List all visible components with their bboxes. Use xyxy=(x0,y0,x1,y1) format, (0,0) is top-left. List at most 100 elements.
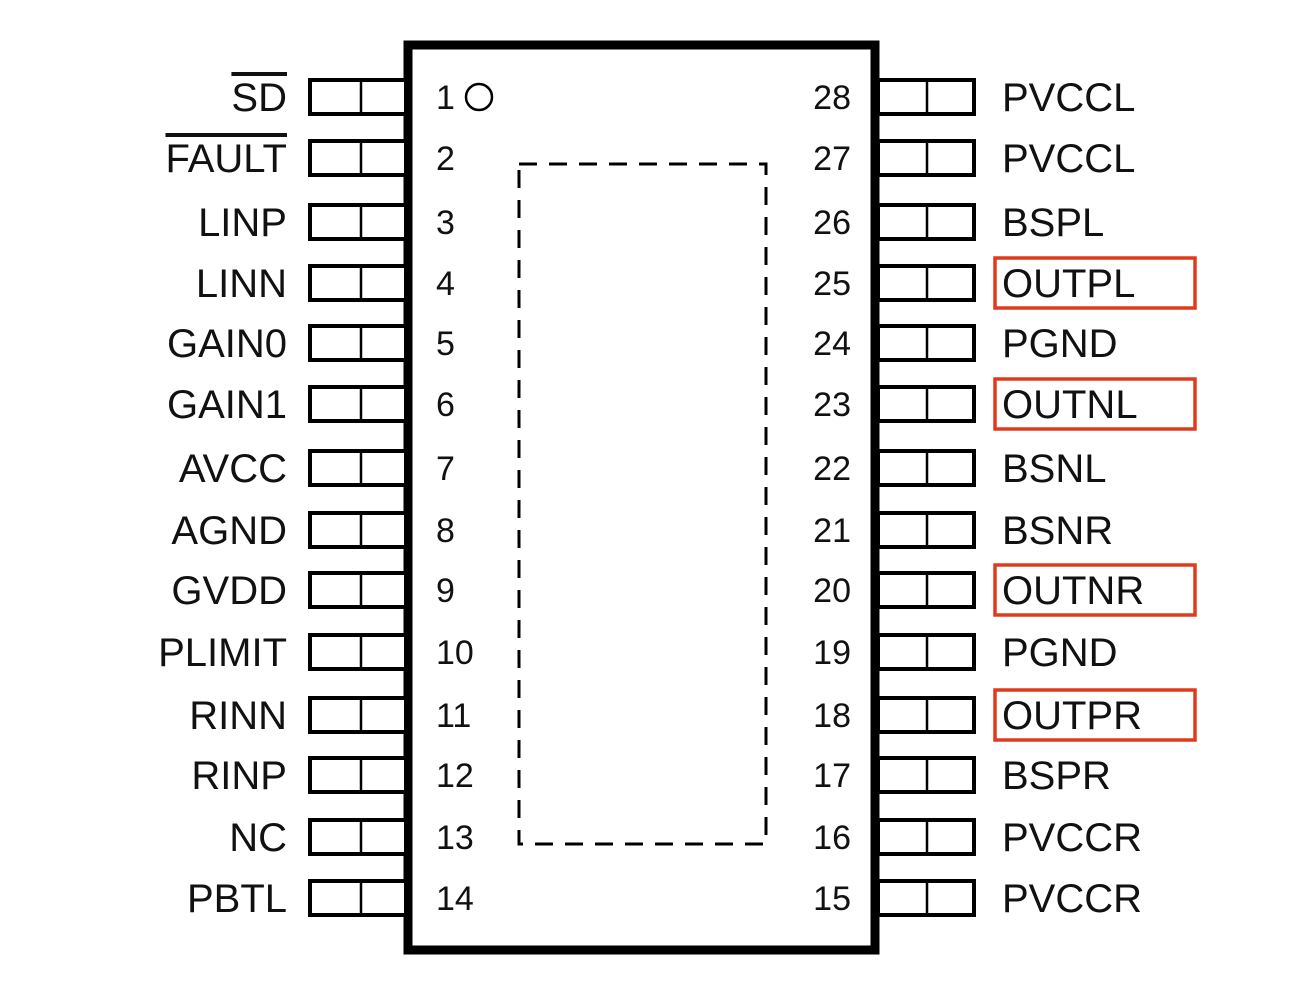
pin-22: 22 BSNL xyxy=(813,447,1106,491)
pin-name: PVCCL xyxy=(1002,76,1135,120)
pin-name: BSPL xyxy=(1002,201,1104,245)
pin-28: 28 PVCCL xyxy=(813,76,1135,120)
pin-name: SD xyxy=(231,76,287,120)
pin-lead xyxy=(308,385,408,423)
pin-25: 25 OUTPL xyxy=(813,256,1197,310)
pin-name: BSPR xyxy=(1002,754,1111,798)
pin-2: 2 FAULT xyxy=(165,137,454,181)
pin-name: GAIN1 xyxy=(167,383,287,427)
pin-9: 9 GVDD xyxy=(171,569,455,613)
pin-name: PBTL xyxy=(187,877,287,921)
pin-number: 1 xyxy=(436,79,455,117)
pin-name: OUTNL xyxy=(1002,383,1138,427)
pin-number: 3 xyxy=(436,204,455,242)
pin-13: 13 NC xyxy=(229,816,474,860)
pin-number: 8 xyxy=(436,512,455,550)
pin-name: OUTNR xyxy=(1002,569,1144,613)
pin-name: FAULT xyxy=(165,137,287,181)
pin-20: 20 OUTNR xyxy=(813,563,1197,617)
pin-number: 19 xyxy=(813,634,851,672)
pin-number: 24 xyxy=(813,325,851,363)
pin-number: 18 xyxy=(813,697,851,735)
pin-4: 4 LINN xyxy=(196,262,455,306)
pin-number: 9 xyxy=(436,572,455,610)
pin-name: LINN xyxy=(196,262,287,306)
pin-27: 27 PVCCL xyxy=(813,137,1135,181)
pin-name: AGND xyxy=(171,509,287,553)
pin-lead xyxy=(308,511,408,549)
pin-number: 4 xyxy=(436,265,455,303)
pin-name: RINN xyxy=(189,694,287,738)
pin-number: 5 xyxy=(436,325,455,363)
pin-10: 10 PLIMIT xyxy=(158,631,474,675)
thermal-pad-outline xyxy=(517,162,768,846)
pin-number: 21 xyxy=(813,512,851,550)
pin-name: PVCCR xyxy=(1002,816,1142,860)
pin-name: GVDD xyxy=(171,569,287,613)
pin-name: OUTPL xyxy=(1002,262,1135,306)
pin-number: 2 xyxy=(436,140,455,178)
pin-number: 14 xyxy=(436,880,474,918)
pin-lead xyxy=(308,139,408,177)
pin-16: 16 PVCCR xyxy=(813,816,1142,860)
pin-number: 20 xyxy=(813,572,851,610)
pin-number: 11 xyxy=(436,697,471,735)
highlight-box xyxy=(993,256,1197,310)
pin1-indicator-icon xyxy=(464,82,494,112)
pin-name: OUTPR xyxy=(1002,694,1142,738)
ic-package-body xyxy=(403,40,880,955)
pin-name: LINP xyxy=(198,201,287,245)
pin-number: 17 xyxy=(813,757,851,795)
pin-lead xyxy=(308,78,408,116)
pin-5: 5 GAIN0 xyxy=(167,322,455,366)
pin-15: 15 PVCCR xyxy=(813,877,1142,921)
pin-number: 15 xyxy=(813,880,851,918)
pin-number: 12 xyxy=(436,757,474,795)
left-pin-group: 1 SD 2 FAULT 3 LINP 4 LINN 5 GAIN0 6 GAIN1 7 AVCC 8 AGN… xyxy=(158,76,474,921)
highlight-box xyxy=(993,563,1197,617)
pin-18: 18 OUTPR xyxy=(813,688,1197,742)
pin-lead xyxy=(308,818,408,856)
pin-6: 6 GAIN1 xyxy=(167,383,455,427)
pin-name: NC xyxy=(229,816,287,860)
pin-number: 27 xyxy=(813,140,851,178)
pin-lead xyxy=(308,449,408,487)
pin-number: 28 xyxy=(813,79,851,117)
pin-name: PVCCL xyxy=(1002,137,1135,181)
pin-8: 8 AGND xyxy=(171,509,455,553)
pin-number: 10 xyxy=(436,634,474,672)
pin-number: 16 xyxy=(813,819,851,857)
pin-number: 25 xyxy=(813,265,851,303)
pin-name: PGND xyxy=(1002,631,1118,675)
pin-name: RINP xyxy=(191,754,287,798)
pin-number: 6 xyxy=(436,386,455,424)
pin-name: AVCC xyxy=(179,447,287,491)
pin-lead xyxy=(308,203,408,241)
pin-lead xyxy=(308,756,408,794)
pin-lead xyxy=(308,879,408,917)
pin-14: 14 PBTL xyxy=(187,877,474,921)
highlight-box xyxy=(993,377,1197,431)
pin-lead xyxy=(308,633,408,671)
pin-number: 13 xyxy=(436,819,474,857)
pin-number: 7 xyxy=(436,450,455,488)
pin-name: GAIN0 xyxy=(167,322,287,366)
highlight-box xyxy=(993,688,1197,742)
pin-1: 1 SD xyxy=(231,76,455,120)
pin-name: PVCCR xyxy=(1002,877,1142,921)
pin-7: 7 AVCC xyxy=(179,447,455,491)
pin-lead xyxy=(308,264,408,302)
pin-name: BSNL xyxy=(1002,447,1107,491)
pin-11: 11 RINN xyxy=(189,694,471,738)
pin-12: 12 RINP xyxy=(191,754,473,798)
pin-17: 17 BSPR xyxy=(813,754,1111,798)
pin-name: PLIMIT xyxy=(158,631,287,675)
pin-number: 22 xyxy=(813,450,851,488)
pin-lead xyxy=(308,324,408,362)
pin-19: 19 PGND xyxy=(813,631,1117,675)
